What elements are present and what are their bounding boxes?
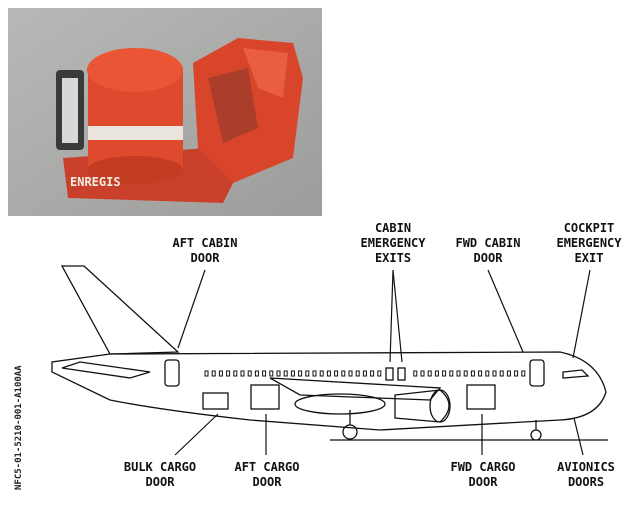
window [413,370,418,377]
window [319,370,324,377]
fwd-cabin-door [529,359,545,387]
fuselage [51,351,607,431]
window [262,370,267,377]
window [218,370,223,377]
window [240,370,245,377]
nose-gear [530,429,542,441]
window [506,370,511,377]
window [298,370,303,377]
bulk-cargo-door [202,392,229,410]
window [434,370,439,377]
flight-recorder-photo: ENREGIS [8,8,322,216]
window [204,370,209,377]
window [492,370,497,377]
window [355,370,360,377]
label-cockpit-emergency-exit: COCKPIT EMERGENCY EXIT [556,221,622,265]
window [485,370,490,377]
label-aft-cargo-door: AFT CARGO DOOR [234,460,300,489]
window [449,370,454,377]
emergency-exit-1 [385,367,394,381]
window [276,370,281,377]
window [377,370,382,377]
window [456,370,461,377]
main-gear [342,424,358,440]
window [233,370,238,377]
window [305,370,310,377]
emergency-exit-2 [397,367,406,381]
window [211,370,216,377]
fwd-cargo-door [466,384,496,410]
cockpit-windows [562,369,590,379]
window [312,370,317,377]
engine [394,389,450,423]
window [254,370,259,377]
window [226,370,231,377]
window [334,370,339,377]
window [283,370,288,377]
leader-arrows [174,269,591,456]
label-bulk-cargo-door: BULK CARGO DOOR [123,460,197,489]
window [514,370,519,377]
window [521,370,526,377]
label-avionics-doors: AVIONICS DOORS [557,460,615,489]
aircraft-door-diagram [51,265,608,456]
window [442,370,447,377]
window [478,370,483,377]
window [348,370,353,377]
label-aft-cabin-door: AFT CABIN DOOR [172,236,238,265]
window [341,370,346,377]
document-reference: NFC5-01-5210-001-A100AA [14,365,24,490]
window [269,370,274,377]
window [427,370,432,377]
aft-cabin-door [164,359,180,387]
window [420,370,425,377]
window [463,370,468,377]
window [499,370,504,377]
label-cabin-emergency-exits: CABIN EMERGENCY EXITS [360,221,426,265]
window [247,370,252,377]
recorder-lettering: ENREGIS [70,175,121,189]
label-fwd-cabin-door: FWD CABIN DOOR [455,236,521,265]
tail-fin [60,265,180,355]
window [370,370,375,377]
label-fwd-cargo-door: FWD CARGO DOOR [450,460,516,489]
window [470,370,475,377]
cabin-windows [204,370,526,377]
window [326,370,331,377]
window [290,370,295,377]
window [362,370,367,377]
aft-cargo-door [250,384,280,410]
wing [269,377,442,401]
